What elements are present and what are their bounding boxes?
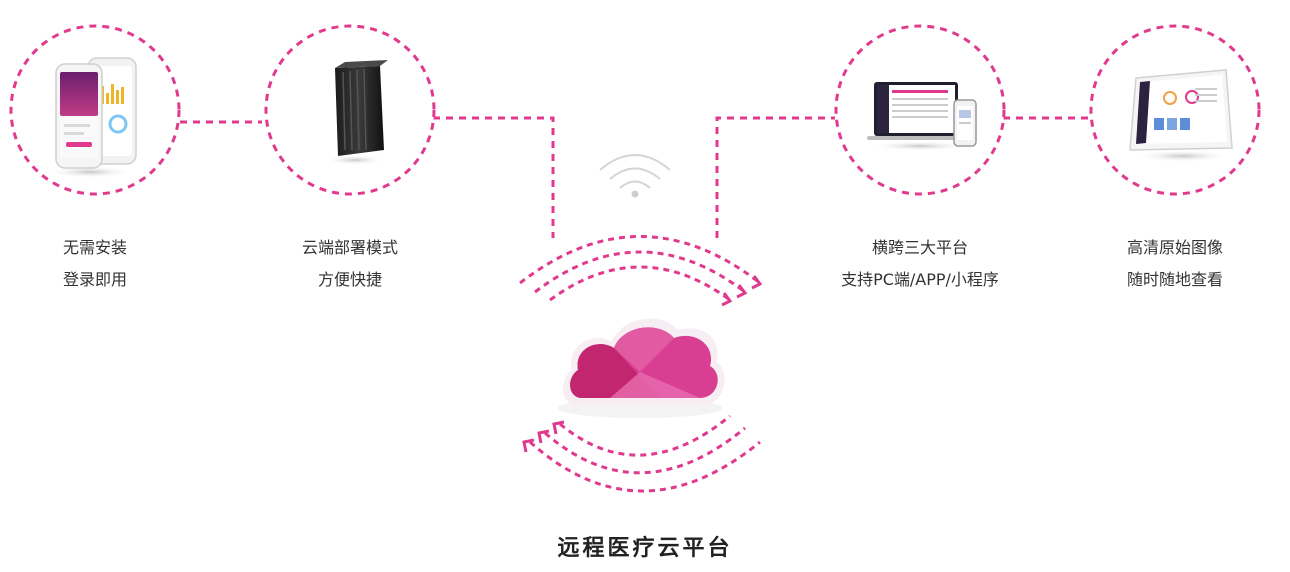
- arrow-icons-bottom: [522, 420, 565, 453]
- connector-cloud-to-devices: [715, 116, 835, 238]
- feature-1-line1: 无需安装: [62, 238, 127, 257]
- feature-4-line1: 高清原始图像: [1126, 238, 1223, 257]
- feature-3-line2: 支持PC端/APP/小程序: [841, 270, 999, 289]
- tablet-icon: [1129, 69, 1233, 162]
- feature-2-line1: 云端部署模式: [301, 238, 398, 257]
- connector-server-to-cloud: [433, 116, 555, 238]
- feature-1-line2: 登录即用: [62, 270, 127, 289]
- connector-lines: [180, 116, 1092, 238]
- signal-arcs-top: [519, 235, 761, 302]
- feature-label-3: 横跨三大平台 支持PC端/APP/小程序: [810, 232, 1030, 296]
- arrow-icons-top: [721, 275, 763, 307]
- feature-label-1: 无需安装 登录即用: [0, 232, 205, 296]
- wifi-icon: [599, 154, 671, 198]
- feature-3-line1: 横跨三大平台: [871, 238, 968, 257]
- platform-title: 远程医疗云平台: [557, 536, 733, 561]
- mobile-app-icon: [46, 57, 137, 178]
- feature-label-4: 高清原始图像 随时随地查看: [1065, 232, 1285, 296]
- feature-label-2: 云端部署模式 方便快捷: [240, 232, 460, 296]
- feature-2-line2: 方便快捷: [317, 270, 382, 289]
- signal-arcs-bottom: [529, 414, 761, 493]
- multi-device-icon: [867, 82, 977, 151]
- feature-4-line2: 随时随地查看: [1126, 270, 1223, 289]
- cloud-icon: [558, 318, 725, 418]
- server-icon: [325, 60, 388, 165]
